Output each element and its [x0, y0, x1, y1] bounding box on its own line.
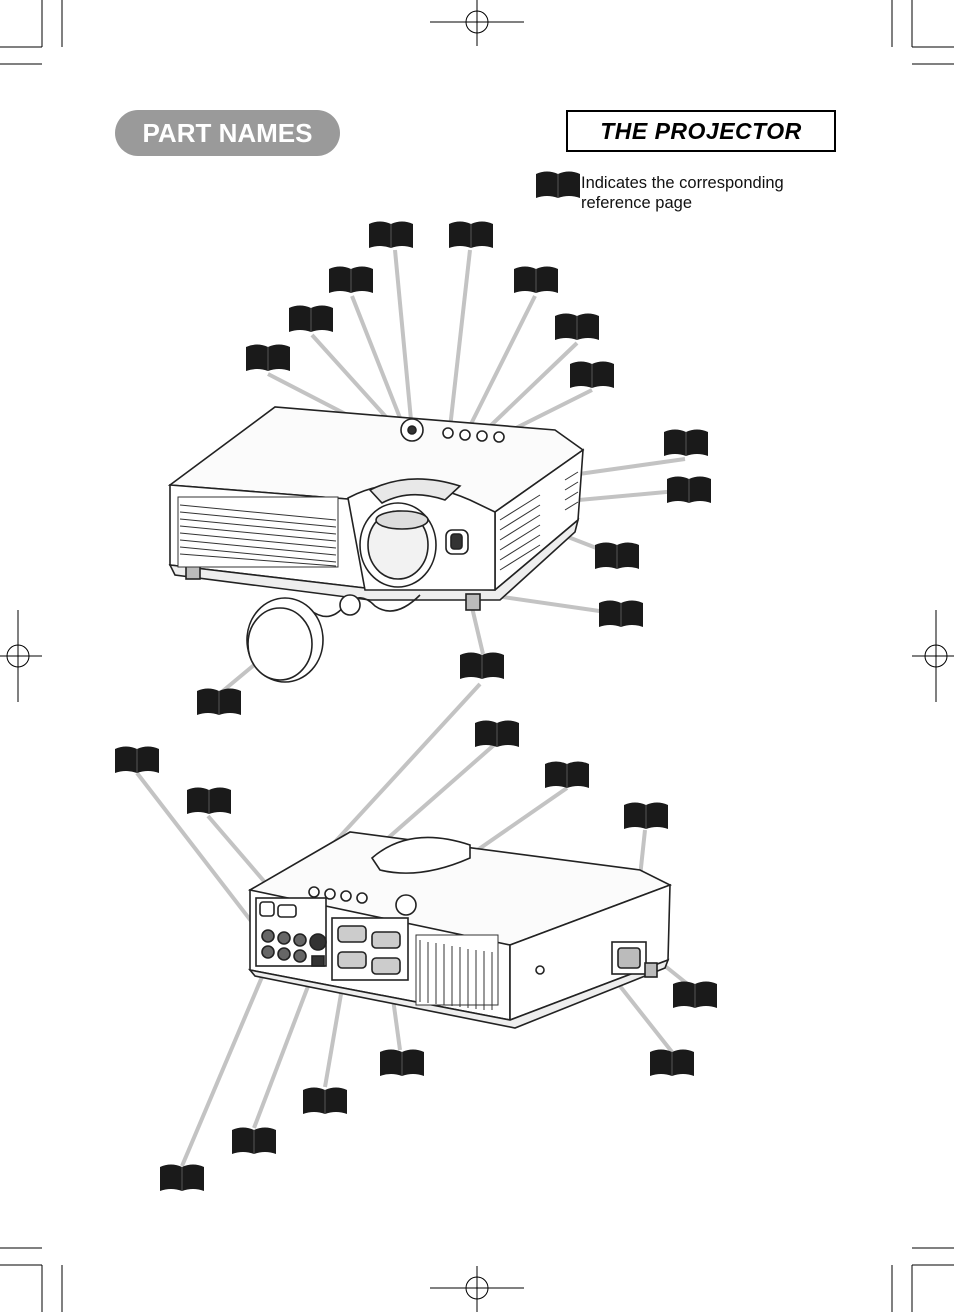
book-icon [513, 266, 559, 294]
legend-text: Indicates the corresponding reference pa… [581, 174, 784, 212]
registration-mark-right [912, 610, 954, 702]
registration-mark-left [0, 610, 42, 702]
book-icon [594, 542, 640, 570]
book-icon [114, 746, 160, 774]
book-icon [328, 266, 374, 294]
book-icon [302, 1087, 348, 1115]
book-icon [544, 761, 590, 789]
book-icon [474, 720, 520, 748]
book-icon [379, 1049, 425, 1077]
book-icon [623, 802, 669, 830]
projector-rear-view [247, 831, 672, 1029]
projector-front-view [167, 406, 585, 683]
book-icon [231, 1127, 277, 1155]
book-icon [666, 476, 712, 504]
book-icon [368, 221, 414, 249]
section-title: THE PROJECTOR [566, 110, 836, 152]
book-icon [196, 688, 242, 716]
book-icon [598, 600, 644, 628]
registration-mark-bottom [430, 1266, 524, 1312]
book-icon [288, 305, 334, 333]
book-icon [672, 981, 718, 1009]
book-icon [159, 1164, 205, 1192]
reference-markers [114, 221, 718, 1192]
book-icon [649, 1049, 695, 1077]
book-icon [569, 361, 615, 389]
book-icon [535, 171, 581, 199]
book-icon [448, 221, 494, 249]
book-icon [245, 344, 291, 372]
book-icon [186, 787, 232, 815]
book-icon [663, 429, 709, 457]
book-icon [554, 313, 600, 341]
registration-mark-top [430, 0, 524, 46]
part-names-badge: PART NAMES [115, 110, 340, 156]
book-icon [459, 652, 505, 680]
